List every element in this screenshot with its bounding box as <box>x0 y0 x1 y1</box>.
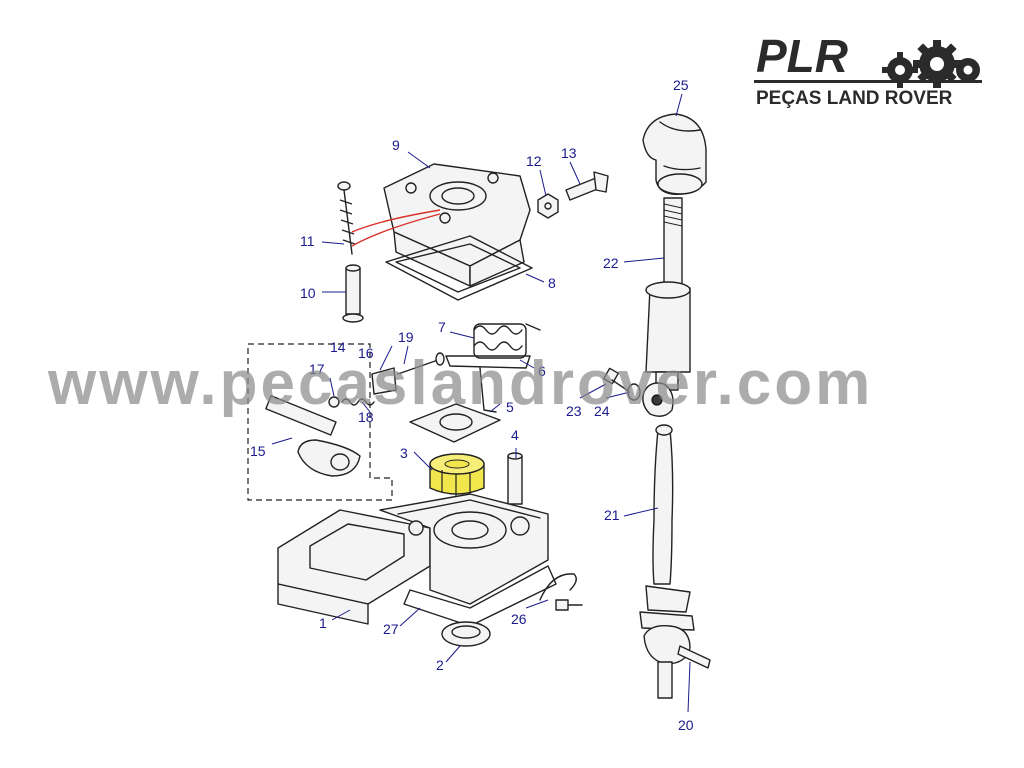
callout-23: 23 <box>566 403 582 419</box>
callout-19: 19 <box>398 329 414 345</box>
part-2-seal <box>441 621 491 647</box>
callout-15: 15 <box>250 443 266 459</box>
part-23-bolt <box>602 367 641 401</box>
callout-5: 5 <box>506 399 514 415</box>
callout-16: 16 <box>358 345 374 361</box>
part-10-stud <box>342 264 364 323</box>
callout-1: 1 <box>319 615 327 631</box>
part-17-ball <box>328 396 340 408</box>
part-24-ball-joint <box>642 382 674 417</box>
callout-10: 10 <box>300 285 316 301</box>
callout-6: 6 <box>538 363 546 379</box>
callout-24: 24 <box>594 403 610 419</box>
callout-27: 27 <box>383 621 399 637</box>
part-5-plate <box>409 403 501 443</box>
callout-21: 21 <box>604 507 620 523</box>
callout-17: 17 <box>309 361 325 377</box>
part-1-base-casting <box>277 493 549 625</box>
part-18-spring <box>341 398 375 406</box>
callout-9: 9 <box>392 137 400 153</box>
part-3-highlighted-bush <box>429 453 485 496</box>
callout-22: 22 <box>603 255 619 271</box>
part-19-screw <box>397 352 445 375</box>
callout-20: 20 <box>678 717 694 733</box>
website-watermark: www.pecaslandrover.com <box>48 349 874 418</box>
part-15-shaft <box>265 395 361 477</box>
leader-lines <box>271 93 691 713</box>
callout-25: 25 <box>673 77 689 93</box>
part-14-assembly-group <box>247 343 393 501</box>
part-16-plunger <box>371 367 397 395</box>
part-11-bolt-spring <box>337 181 441 255</box>
callout-18: 18 <box>358 409 374 425</box>
part-13-screw <box>565 171 609 201</box>
logo-tagline: PEÇAS LAND ROVER <box>756 88 953 108</box>
part-4-pin <box>507 452 523 505</box>
part-20-pin <box>677 645 711 669</box>
part-12-nut <box>537 193 559 219</box>
logo-text: PLR <box>756 30 848 82</box>
callout-labels: 25 9 12 13 11 10 8 22 7 6 5 14 16 19 17 … <box>250 77 694 733</box>
part-7-springs <box>473 323 541 359</box>
part-26-clip <box>539 573 583 611</box>
callout-3: 3 <box>400 445 408 461</box>
callout-11: 11 <box>300 233 315 249</box>
brand-logo: PLR PEÇAS LAND ROVER <box>754 28 984 109</box>
callout-14: 14 <box>330 339 346 355</box>
part-9-top-housing <box>383 163 531 287</box>
callout-2: 2 <box>436 657 444 673</box>
part-6-bracket <box>445 355 531 413</box>
part-25-gear-knob <box>642 113 707 195</box>
part-8-gasket <box>385 235 533 301</box>
callout-26: 26 <box>511 611 527 627</box>
callout-7: 7 <box>438 319 446 335</box>
callout-8: 8 <box>548 275 556 291</box>
callout-13: 13 <box>561 145 577 161</box>
callout-12: 12 <box>526 153 542 169</box>
callout-4: 4 <box>511 427 519 443</box>
part-22-upper-lever <box>645 197 691 391</box>
